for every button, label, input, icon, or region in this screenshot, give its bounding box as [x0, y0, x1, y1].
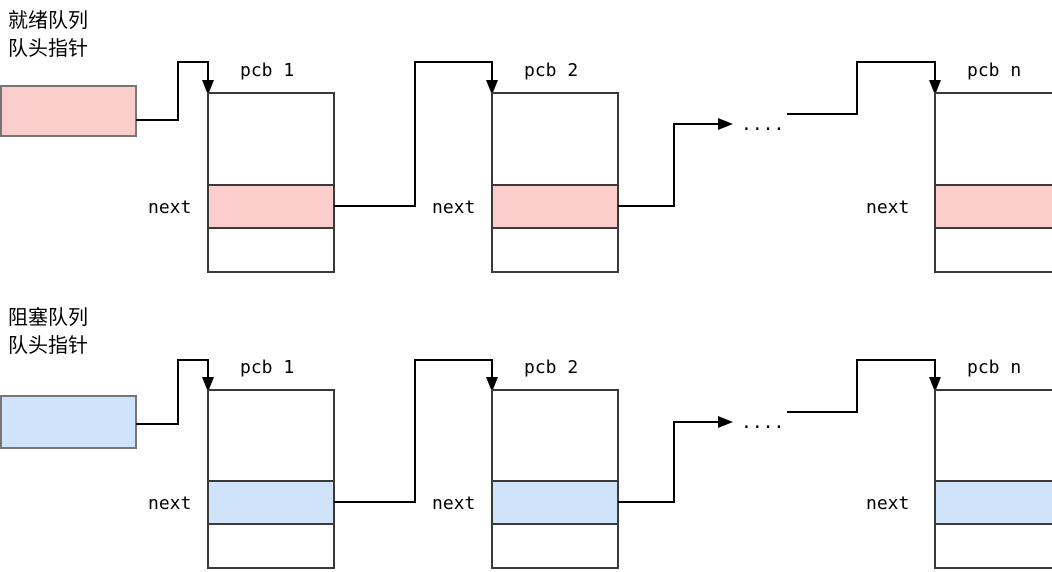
- arrowhead-ready-ellipsis-to-pcbn: [929, 80, 941, 95]
- arrowhead-blocked-pcb2-to-ellipsis: [718, 416, 733, 428]
- ready-pcb-1-title: pcb 1: [240, 60, 294, 81]
- blocked-pcb-1-next-label: next: [148, 493, 191, 514]
- arrowhead-blocked-head-to-pcb1: [202, 377, 214, 392]
- ready-pcb-1-cell-bottom: [207, 227, 335, 273]
- link-ready-head-to-pcb1: [136, 61, 209, 121]
- arrowhead-ready-pcb1-to-pcb2: [486, 80, 498, 95]
- blocked-pcb-2-cell-bottom: [491, 523, 619, 569]
- ready-pcb-1-cell-next: [207, 184, 335, 229]
- link-ready-pcb1-to-pcb2: [334, 61, 493, 207]
- blocked-pcb-1-cell-top: [207, 389, 335, 482]
- blocked-pcb-2-cell-next: [491, 480, 619, 525]
- ready-pcb-n-cell-next: [934, 184, 1052, 229]
- blocked-head-pointer-label-line1: 阻塞队列: [8, 305, 88, 329]
- ready-pcb-n-title: pcb n: [967, 60, 1021, 81]
- link-blocked-head-to-pcb1: [136, 359, 209, 425]
- ready-pcb-2: pcb 2 next: [432, 60, 619, 273]
- ready-pcb-n-cell-top: [934, 92, 1052, 186]
- blocked-ellipsis: ....: [741, 412, 784, 433]
- blocked-pcb-2-title: pcb 2: [524, 357, 578, 378]
- blocked-pcb-2-next-label: next: [432, 493, 475, 514]
- ready-pcb-1-next-label: next: [148, 197, 191, 218]
- link-ready-ellipsis-to-pcbn: [787, 61, 936, 115]
- ready-head-pointer-label-line2: 队头指针: [8, 36, 88, 60]
- ready-pcb-2-next-label: next: [432, 197, 475, 218]
- ready-head-pointer-box: [0, 85, 137, 137]
- blocked-pcb-1: pcb 1 next: [148, 357, 335, 569]
- arrowhead-ready-pcb2-to-ellipsis: [718, 118, 733, 130]
- ready-pcb-2-cell-top: [491, 92, 619, 186]
- ready-pcb-2-cell-next: [491, 184, 619, 229]
- ready-ellipsis: ....: [741, 114, 784, 135]
- ready-pcb-1-cell-top: [207, 92, 335, 186]
- blocked-pcb-2: pcb 2 next: [432, 357, 619, 569]
- arrowhead-ready-head-to-pcb1: [202, 80, 214, 95]
- blocked-pcb-1-title: pcb 1: [240, 357, 294, 378]
- ready-pcb-2-cell-bottom: [491, 227, 619, 273]
- blocked-pcb-2-cell-top: [491, 389, 619, 482]
- ready-pcb-2-title: pcb 2: [524, 60, 578, 81]
- ready-head-pointer-label-line1: 就绪队列: [8, 8, 88, 32]
- ready-pcb-1: pcb 1 next: [148, 60, 335, 273]
- arrowhead-blocked-ellipsis-to-pcbn: [929, 377, 941, 392]
- blocked-pcb-n-cell-next: [934, 480, 1052, 525]
- ready-queue-row: 就绪队列 队头指针 pcb 1 next pcb 2: [0, 8, 1052, 273]
- blocked-pcb-1-cell-bottom: [207, 523, 335, 569]
- blocked-queue-row: 阻塞队列 队头指针 pcb 1 next pcb 2: [0, 305, 1052, 569]
- blocked-pcb-1-cell-next: [207, 480, 335, 525]
- ready-pcb-n: pcb n next: [866, 60, 1052, 273]
- link-blocked-pcb2-to-ellipsis: [618, 421, 722, 503]
- blocked-head-pointer-label-line2: 队头指针: [8, 333, 88, 357]
- blocked-head-pointer-box: [0, 395, 137, 449]
- ready-pcb-n-next-label: next: [866, 197, 909, 218]
- link-blocked-pcb1-to-pcb2: [334, 359, 493, 503]
- blocked-pcb-n-cell-bottom: [934, 523, 1052, 569]
- arrowhead-blocked-pcb1-to-pcb2: [486, 377, 498, 392]
- blocked-pcb-n-cell-top: [934, 389, 1052, 482]
- link-blocked-ellipsis-to-pcbn: [787, 359, 936, 413]
- blocked-pcb-n-title: pcb n: [967, 357, 1021, 378]
- link-ready-pcb2-to-ellipsis: [618, 123, 722, 207]
- blocked-pcb-n-next-label: next: [866, 493, 909, 514]
- ready-pcb-n-cell-bottom: [934, 227, 1052, 273]
- blocked-pcb-n: pcb n next: [866, 357, 1052, 569]
